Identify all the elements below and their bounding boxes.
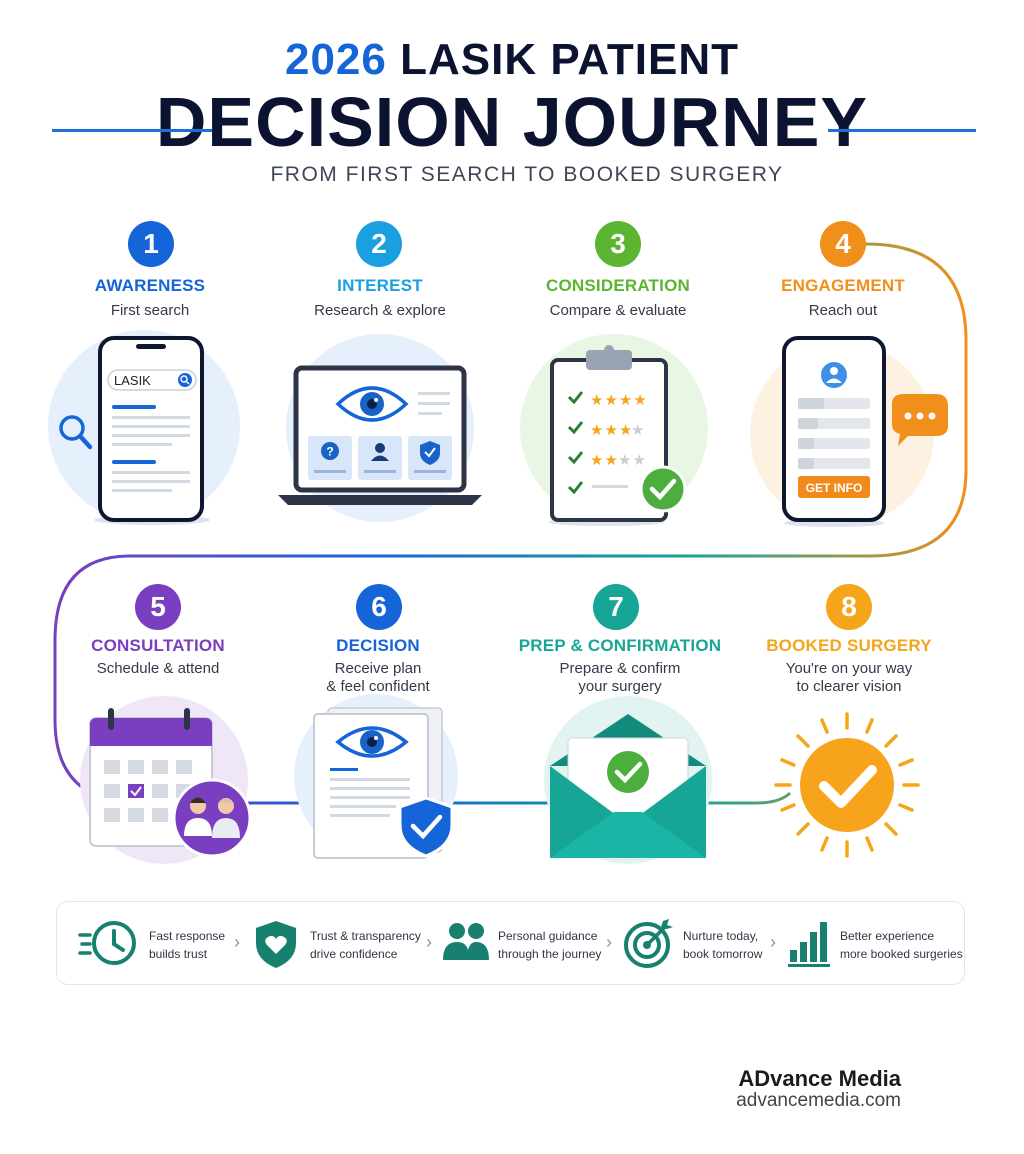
title-line-1-text: LASIK PATIENT [400, 35, 740, 84]
sun-check-illustration [774, 712, 920, 858]
step-4-stage: ENGAGEMENT [781, 276, 905, 295]
benefit-2-line1: Trust & transparency [310, 929, 421, 943]
benefit-1-line1: Fast response [149, 929, 226, 943]
step-8-desc-line2: to clearer vision [796, 678, 902, 695]
brand-name: ADvance Media [738, 1066, 901, 1091]
search-field-text: LASIK [114, 373, 151, 388]
clipboard-ratings-illustration: ★★★★ ★★★ ★ ★★ ★★ [520, 334, 708, 526]
target-icon [624, 919, 673, 968]
title-line-1: 2026 LASIK PATIENT [0, 36, 1024, 84]
rating-row-1: ★★★★ [567, 391, 648, 409]
step-7-number: 7 [593, 584, 639, 630]
benefit-5-line2: more booked surgeries [840, 947, 963, 961]
benefit-4-line2: book tomorrow [683, 947, 763, 961]
title-rule-right [828, 129, 976, 132]
page-subtitle: FROM FIRST SEARCH TO BOOKED SURGERY [270, 163, 784, 186]
page-title: DECISION JOURNEY [155, 83, 869, 161]
step-6-desc-line2: & feel confident [326, 678, 430, 695]
phone-form-illustration [750, 336, 948, 527]
laptop-illustration: ? [278, 334, 482, 522]
bar-chart-icon [788, 922, 830, 967]
step-6-stage: DECISION [336, 636, 420, 655]
benefit-1-line2: builds trust [149, 947, 208, 961]
chevron-right-icon: › [234, 932, 240, 952]
heart-shield-icon [256, 921, 296, 968]
benefit-2-line2: drive confidence [310, 947, 398, 961]
step-4-desc: Reach out [808, 302, 878, 319]
step-7-desc-line1: Prepare & confirm [559, 660, 681, 677]
step-4-number: 4 [820, 221, 866, 267]
svg-text:★: ★ [631, 422, 644, 439]
step-7-desc-line2: your surgery [578, 678, 662, 695]
get-info-button[interactable]: GET INFO [805, 481, 863, 495]
step-2-desc: Research & explore [314, 302, 446, 319]
step-3-number: 3 [595, 221, 641, 267]
benefit-3-line2: through the journey [498, 947, 602, 961]
svg-text:★★★: ★★★ [590, 422, 633, 439]
step-5-stage: CONSULTATION [91, 636, 225, 655]
step-1-stage: AWARENESS [94, 276, 206, 295]
people-icon [443, 923, 489, 960]
step-7-stage: PREP & CONFIRMATION [518, 636, 722, 655]
svg-text:★★★★: ★★★★ [590, 392, 648, 409]
chevron-right-icon: › [770, 932, 776, 952]
step-6-number: 6 [356, 584, 402, 630]
brand-url[interactable]: advancemedia.com [736, 1090, 901, 1111]
benefit-4-line1: Nurture today, [683, 929, 759, 943]
title-rule-left [52, 129, 212, 132]
step-5-desc: Schedule & attend [96, 660, 220, 677]
step-8-number: 8 [826, 584, 872, 630]
benefit-5-line1: Better experience [840, 929, 935, 943]
step-2-number: 2 [356, 221, 402, 267]
svg-text:?: ? [326, 445, 333, 459]
chevron-right-icon: › [606, 932, 612, 952]
step-3-stage: CONSIDERATION [546, 276, 690, 295]
step-8-stage: BOOKED SURGERY [766, 636, 932, 655]
chevron-right-icon: › [426, 932, 432, 952]
svg-text:★★: ★★ [618, 452, 647, 469]
treatment-plan-illustration [294, 694, 458, 859]
fast-clock-icon [78, 921, 136, 965]
step-6-desc-line1: Receive plan [334, 660, 422, 677]
confirmation-envelope-illustration [544, 696, 712, 864]
svg-text:★★: ★★ [590, 452, 619, 469]
step-1-number: 1 [128, 221, 174, 267]
step-2-stage: INTEREST [337, 276, 423, 295]
title-year: 2026 [284, 35, 387, 84]
rating-row-3: ★★ ★★ [567, 451, 647, 469]
calendar-illustration [80, 696, 252, 864]
phone-search-illustration [48, 330, 240, 525]
step-3-desc: Compare & evaluate [549, 302, 687, 319]
step-5-number: 5 [135, 584, 181, 630]
step-1-desc: First search [110, 302, 190, 319]
benefit-3-line1: Personal guidance [498, 929, 598, 943]
rating-row-2: ★★★ ★ [567, 421, 644, 439]
step-8-desc-line1: You're on your way [785, 660, 913, 677]
